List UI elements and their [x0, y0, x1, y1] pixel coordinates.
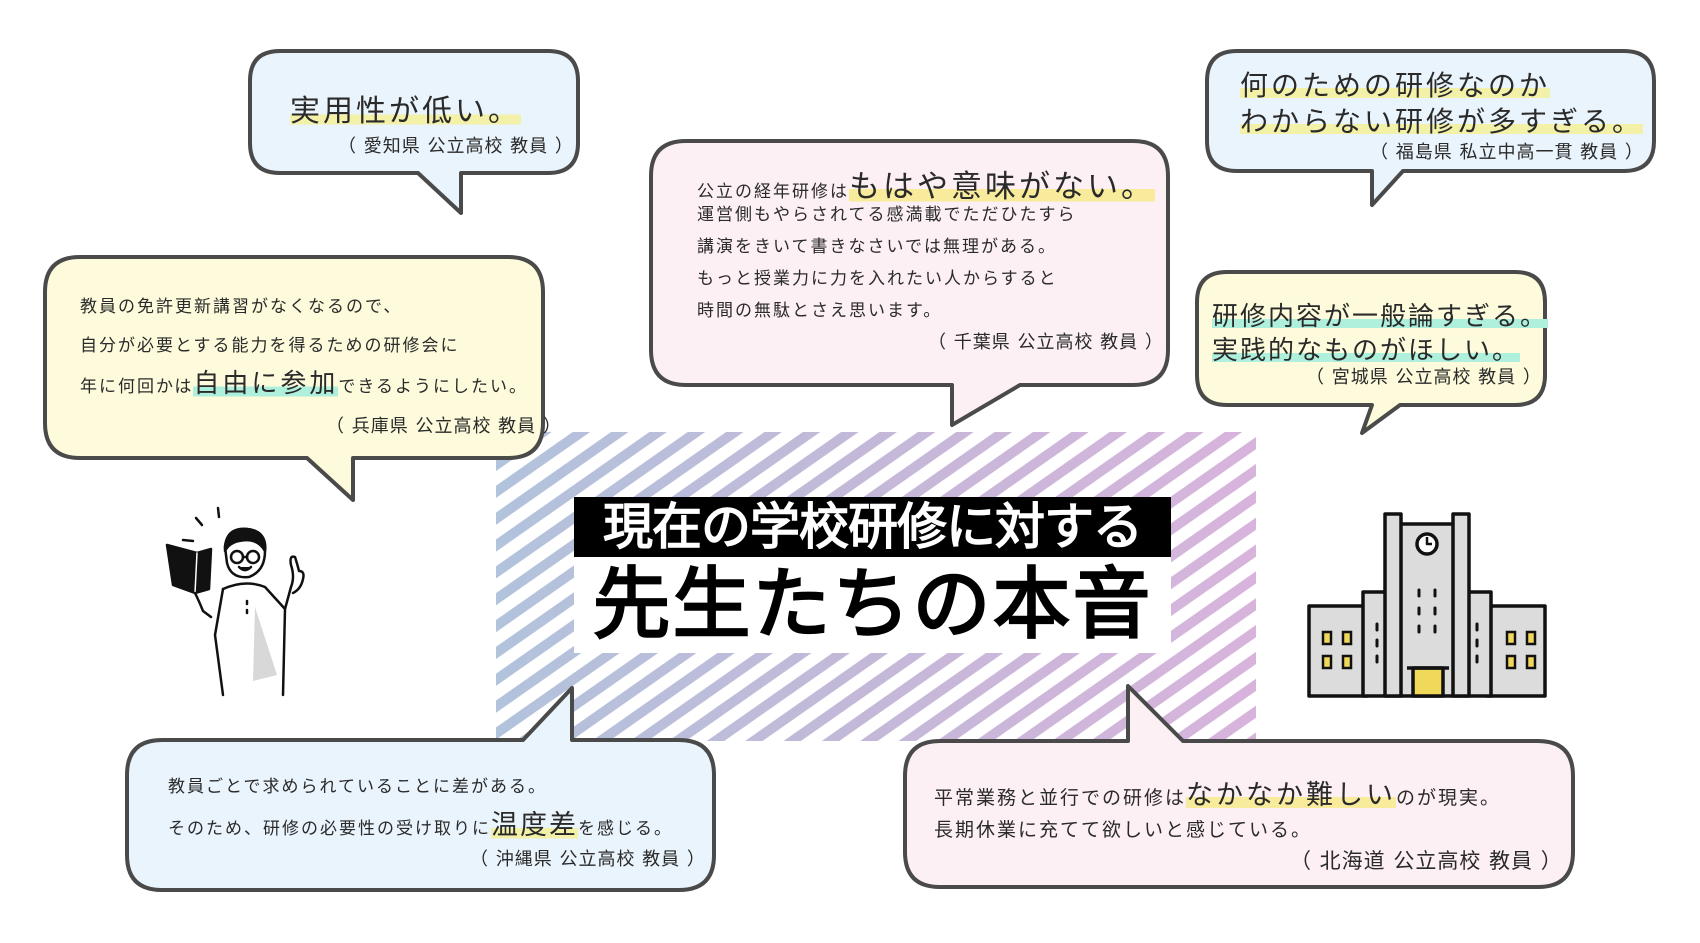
chiba-line5: 時間の無駄とさえ思います。 [697, 301, 943, 321]
title-line-1: 現在の学校研修に対する [574, 497, 1171, 557]
hyogo-citation: （ 兵庫県 公立高校 教員 ） [326, 416, 562, 437]
chiba-line2: 運営側もやらされてる感満載でただひたすら [697, 205, 1077, 225]
okinawa-line2-pre: そのため、研修の必要性の受け取りに [168, 819, 491, 839]
title-line-2: 先生たちの本音 [574, 557, 1171, 653]
school-building-illustration [1307, 512, 1547, 698]
miyagi-line1: 研修内容が一般論すぎる。 [1212, 302, 1549, 332]
okinawa-line1: 教員ごとで求められていることに差がある。 [168, 777, 547, 797]
chiba-line4: もっと授業力に力を入れたい人からすると [697, 269, 1058, 289]
hyogo-line3-post: できるようにしたい。 [338, 377, 529, 397]
aichi-highlight-text: 実用性が低い。 [290, 94, 521, 129]
chiba-line1-highlight: もはや意味がない。 [849, 169, 1155, 205]
okinawa-citation: （ 沖縄県 公立高校 教員 ） [470, 849, 706, 870]
okinawa-line2-highlight: 温度差 [491, 810, 578, 841]
hokkaido-citation: （ 北海道 公立高校 教員 ） [1290, 849, 1563, 873]
aichi-citation: （ 愛知県 公立高校 教員 ） [338, 136, 574, 157]
hokkaido-line1-highlight: なかなか難しい [1186, 780, 1397, 811]
hyogo-line3-pre: 年に何回かは [80, 377, 194, 397]
hyogo-line1: 教員の免許更新講習がなくなるので、 [80, 297, 403, 317]
hokkaido-line2: 長期休業に充てて欲しいと感じている。 [934, 819, 1313, 841]
hyogo-line3-highlight: 自由に参加 [193, 369, 339, 399]
chiba-line1-pre: 公立の経年研修は [697, 182, 849, 202]
okinawa-line2-post: を感じる。 [578, 819, 673, 839]
bubble-aichi-shape [248, 49, 580, 215]
hokkaido-line1-post: のが現実。 [1396, 787, 1502, 809]
teacher-illustration [165, 506, 305, 697]
chiba-citation: （ 千葉県 公立高校 教員 ） [928, 332, 1164, 353]
hyogo-line2: 自分が必要とする能力を得るための研修会に [80, 336, 460, 356]
miyagi-citation: （ 宮城県 公立高校 教員 ） [1306, 367, 1542, 388]
chiba-line3: 講演をきいて書きなさいでは無理がある。 [697, 237, 1057, 257]
hokkaido-line1-pre: 平常業務と並行での研修は [934, 787, 1187, 809]
miyagi-line2: 実践的なものがほしい。 [1212, 336, 1521, 366]
emphasis-mark-icon [194, 516, 204, 527]
fukushima-citation: （ 福島県 私立中高一貫 教員 ） [1370, 142, 1644, 163]
fukushima-line2: わからない研修が多すぎる。 [1240, 105, 1644, 138]
fukushima-line1: 何のための研修なのか [1240, 69, 1551, 102]
